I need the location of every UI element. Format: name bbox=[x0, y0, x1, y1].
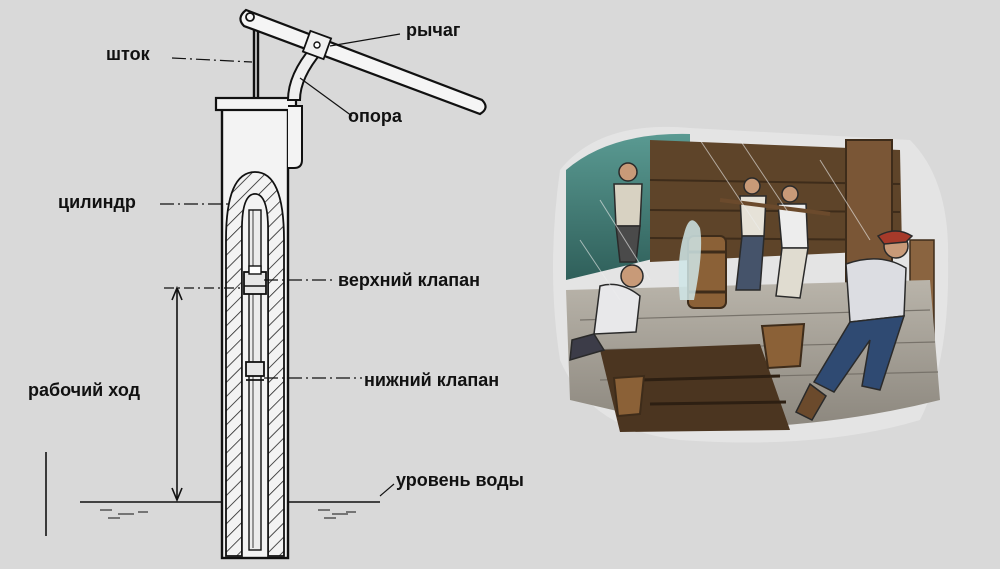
water-level-line bbox=[45, 452, 380, 536]
deck-hatch bbox=[600, 344, 790, 432]
sailor-figures bbox=[569, 162, 914, 421]
lever bbox=[239, 8, 487, 116]
label-stroke: рабочий ход bbox=[28, 380, 140, 400]
leader-lines bbox=[160, 33, 401, 497]
pump-drawing bbox=[45, 8, 487, 560]
label-lower-valve: нижний клапан bbox=[364, 370, 500, 390]
rod bbox=[252, 20, 260, 98]
stroke-dimension bbox=[164, 285, 244, 503]
lower-valve bbox=[245, 361, 265, 381]
label-support: опора bbox=[348, 106, 402, 126]
label-lever: рычаг bbox=[406, 20, 461, 40]
label-cylinder: цилиндр bbox=[58, 192, 136, 212]
label-upper-valve: верхний клапан bbox=[338, 270, 481, 290]
label-rod: шток bbox=[106, 44, 150, 64]
support bbox=[286, 29, 333, 101]
upper-valve bbox=[243, 265, 267, 295]
ship-hull bbox=[650, 140, 902, 262]
ship-deck-illustration bbox=[553, 126, 949, 443]
label-water-level: уровень воды bbox=[396, 470, 524, 490]
bucket bbox=[612, 322, 806, 418]
rain bbox=[579, 139, 871, 301]
